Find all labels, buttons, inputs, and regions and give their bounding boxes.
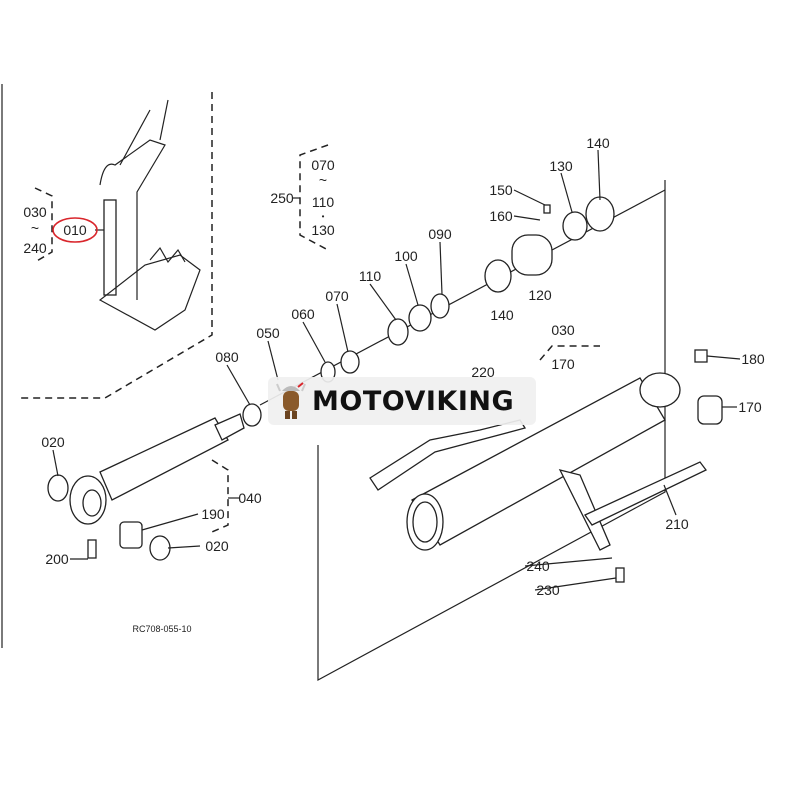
range-tilde: ~	[319, 172, 327, 188]
part-label: 110	[359, 268, 382, 284]
range-tilde: ~	[31, 220, 39, 236]
piston-rod-assembly	[47, 403, 262, 561]
part-label: 070	[325, 288, 349, 304]
highlight-ring	[52, 217, 98, 243]
seal-parts	[320, 196, 615, 383]
inset-boundary	[18, 92, 213, 399]
reference-code: RC708-055-10	[132, 624, 191, 634]
part-label-highlighted: 010	[63, 222, 87, 238]
part-label: 050	[256, 325, 280, 341]
bracket-250	[299, 144, 329, 251]
part-label: 140	[586, 135, 610, 151]
watermark-text: MOTOVIKING	[312, 385, 515, 417]
part-label: 230	[536, 582, 560, 598]
part-label: 160	[489, 208, 513, 224]
cylinder-tube	[317, 180, 723, 682]
part-label: 150	[489, 182, 513, 198]
part-label: 100	[394, 248, 418, 264]
part-label: 090	[428, 226, 452, 242]
part-label: 200	[45, 551, 69, 567]
part-label: 170	[551, 356, 575, 372]
leader-lines	[52, 149, 741, 591]
bracket-030	[539, 345, 600, 361]
part-label: 110	[312, 194, 335, 210]
part-label: 190	[201, 506, 225, 522]
part-label: 120	[528, 287, 552, 303]
part-label: 030	[551, 322, 575, 338]
separator-dot: •	[322, 212, 325, 221]
part-label: 030	[23, 204, 47, 220]
part-label: 210	[665, 516, 689, 532]
part-label: 180	[741, 351, 765, 367]
bracket-left	[34, 187, 53, 263]
part-label: 130	[311, 222, 335, 238]
part-label: 040	[238, 490, 262, 506]
part-label: 060	[291, 306, 315, 322]
part-label: 130	[549, 158, 573, 174]
part-label: 020	[205, 538, 229, 554]
part-label: 250	[270, 190, 294, 206]
viking-logo-icon	[276, 382, 306, 419]
part-label: 170	[738, 399, 762, 415]
part-label: 070	[311, 157, 335, 173]
part-label: 140	[490, 307, 514, 323]
part-label: 020	[41, 434, 65, 450]
watermark-banner: MOTOVIKING	[268, 377, 536, 425]
part-label: 080	[215, 349, 239, 365]
part-label: 220	[471, 364, 495, 380]
excavator-arm-illustration	[98, 99, 201, 331]
part-label: 240	[23, 240, 47, 256]
part-label: 240	[526, 558, 550, 574]
